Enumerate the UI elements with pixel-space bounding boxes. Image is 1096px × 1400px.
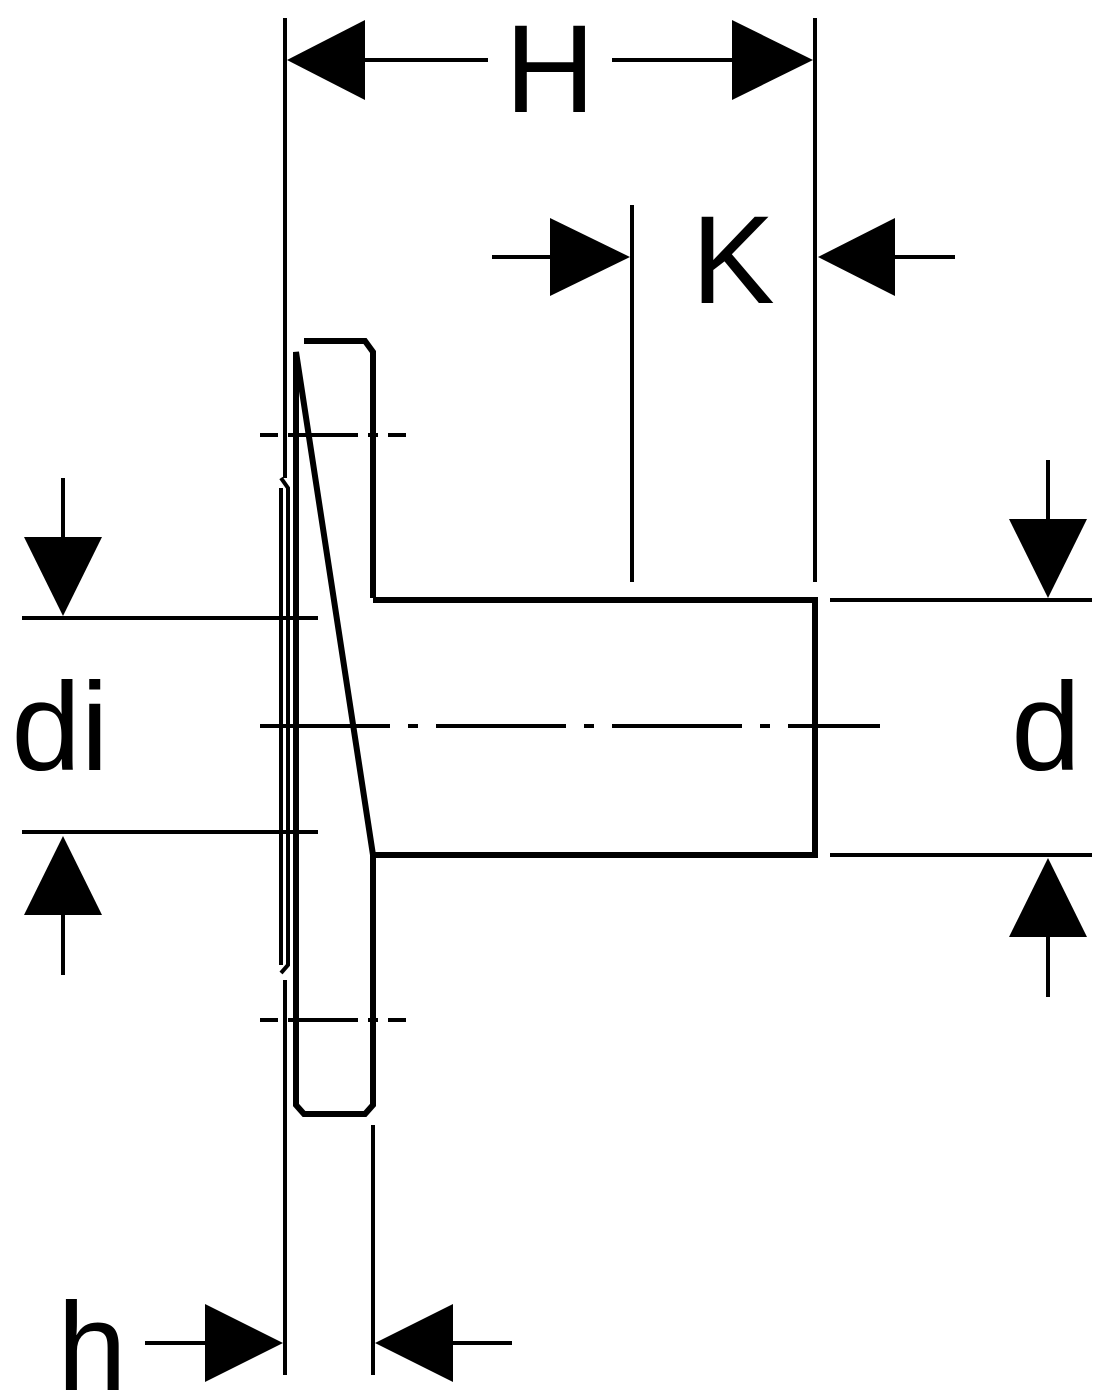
dimension-h-flange-thickness: h <box>57 1278 512 1400</box>
arrowhead-small-h-right <box>375 1304 453 1382</box>
dimension-label-h: H <box>505 0 595 139</box>
dimension-d-outer-diameter: d <box>1009 460 1087 997</box>
arrowhead-h-left <box>287 20 365 100</box>
arrowhead-small-h-left <box>205 1304 283 1382</box>
dimension-label-small-h: h <box>57 1278 127 1400</box>
dimension-h-total-length: H <box>287 0 813 139</box>
arrowhead-h-right <box>732 20 813 100</box>
arrowhead-k-left <box>550 218 630 296</box>
dimension-k-insertion-depth: K <box>492 191 955 330</box>
extension-lines <box>22 18 1092 1375</box>
dimension-label-d: d <box>1011 658 1081 797</box>
center-lines <box>260 433 880 1022</box>
arrowhead-di-bottom <box>24 836 102 915</box>
arrowhead-k-right <box>818 218 895 296</box>
arrowhead-d-bottom <box>1009 858 1087 937</box>
arrowhead-di-top <box>24 537 102 616</box>
arrowhead-d-top <box>1009 519 1087 598</box>
dimension-label-di: di <box>11 658 108 797</box>
dimension-di-inner-diameter: di <box>11 478 109 975</box>
flange-outline <box>293 338 376 1117</box>
dimension-label-k: K <box>691 191 774 330</box>
